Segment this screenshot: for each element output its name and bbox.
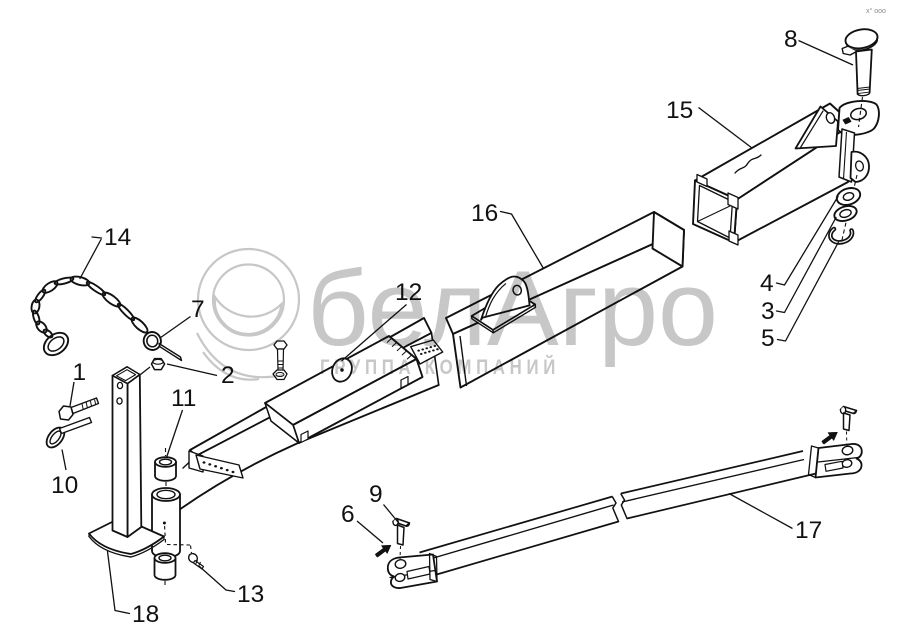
svg-text:17: 17 [795,517,822,544]
svg-text:ГРУППА КОМПАНИЙ: ГРУППА КОМПАНИЙ [320,354,560,379]
svg-text:9: 9 [369,481,383,508]
svg-text:13: 13 [237,581,264,608]
svg-text:x° ооо: x° ооо [866,7,886,15]
svg-text:15: 15 [666,97,693,124]
svg-text:16: 16 [471,200,498,227]
svg-text:1: 1 [73,359,87,386]
svg-text:14: 14 [104,224,131,251]
svg-text:18: 18 [132,601,159,628]
svg-text:10: 10 [51,472,78,499]
svg-text:6: 6 [341,501,355,528]
svg-text:11: 11 [171,385,196,412]
svg-text:5: 5 [761,325,775,352]
svg-text:белАгро: белАгро [307,248,718,368]
svg-text:4: 4 [760,270,774,297]
svg-text:8: 8 [784,26,798,53]
svg-text:3: 3 [761,298,775,325]
